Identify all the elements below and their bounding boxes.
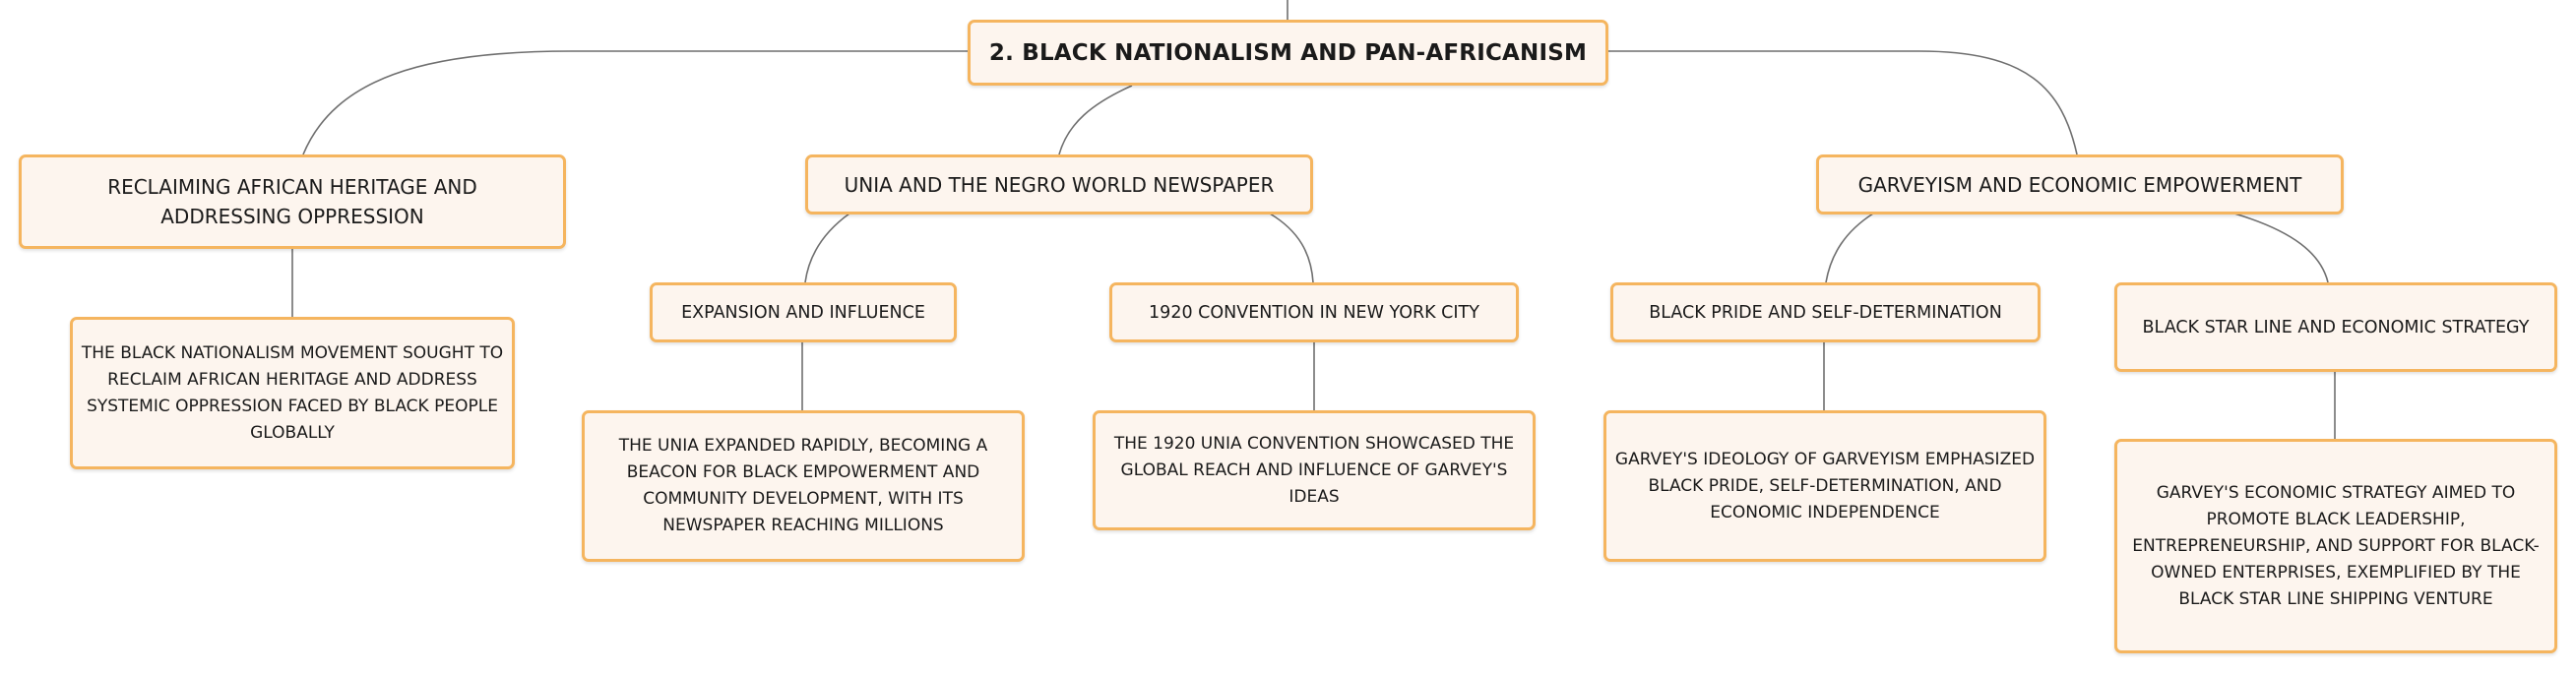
subtopic-1920-convention[interactable]: 1920 CONVENTION IN NEW YORK CITY [1109,282,1519,342]
topic-unia-negro-world-label: UNIA AND THE NEGRO WORLD NEWSPAPER [844,172,1275,197]
connector-unia-convention [1269,213,1314,283]
subtopic-black-star-line-label: BLACK STAR LINE AND ECONOMIC STRATEGY [2142,317,2530,337]
topic-reclaiming-african-heritage[interactable]: RECLAIMING AFRICAN HERITAGE AND ADDRESSI… [19,154,566,249]
connector-root-garveyism [1607,50,2078,155]
topic-garveyism-economic-empowerment[interactable]: GARVEYISM AND ECONOMIC EMPOWERMENT [1816,154,2344,214]
root-topic[interactable]: 2. BLACK NATIONALISM AND PAN-AFRICANISM [968,20,1608,86]
detail-garveyism-ideology-text: GARVEY'S IDEOLOGY OF GARVEYISM EMPHASIZE… [1614,449,2036,522]
detail-economic-strategy-text: GARVEY'S ECONOMIC STRATEGY AIMED TO PROM… [2132,482,2540,609]
connector-unia-expansion [804,213,850,283]
topic-garveyism-economic-empowerment-label: GARVEYISM AND ECONOMIC EMPOWERMENT [1857,172,2302,197]
subtopic-black-pride[interactable]: BLACK PRIDE AND SELF-DETERMINATION [1610,282,2041,342]
subtopic-black-pride-label: BLACK PRIDE AND SELF-DETERMINATION [1649,302,2002,323]
topic-reclaiming-african-heritage-label: RECLAIMING AFRICAN HERITAGE AND ADDRESSI… [107,175,477,228]
root-topic-label: 2. BLACK NATIONALISM AND PAN-AFRICANISM [988,39,1588,66]
connector-garveyism-pride [1825,213,1874,283]
detail-unia-expanded-text: THE UNIA EXPANDED RAPIDLY, BECOMING A BE… [618,436,988,535]
detail-1920-convention[interactable]: THE 1920 UNIA CONVENTION SHOWCASED THE G… [1093,410,1536,530]
detail-black-nationalism-movement-text: THE BLACK NATIONALISM MOVEMENT SOUGHT TO… [81,342,504,443]
detail-unia-expanded[interactable]: THE UNIA EXPANDED RAPIDLY, BECOMING A BE… [582,410,1025,562]
detail-black-nationalism-movement[interactable]: THE BLACK NATIONALISM MOVEMENT SOUGHT TO… [70,317,515,469]
subtopic-expansion-influence-label: EXPANSION AND INFLUENCE [681,302,925,323]
connector-root-unia [1058,85,1133,155]
detail-1920-convention-text: THE 1920 UNIA CONVENTION SHOWCASED THE G… [1113,433,1515,507]
detail-garveyism-ideology[interactable]: GARVEY'S IDEOLOGY OF GARVEYISM EMPHASIZE… [1603,410,2046,562]
subtopic-expansion-influence[interactable]: EXPANSION AND INFLUENCE [650,282,957,342]
connector-garveyism-blackstar [2233,213,2329,283]
topic-unia-negro-world[interactable]: UNIA AND THE NEGRO WORLD NEWSPAPER [805,154,1313,214]
detail-economic-strategy[interactable]: GARVEY'S ECONOMIC STRATEGY AIMED TO PROM… [2114,439,2557,653]
subtopic-1920-convention-label: 1920 CONVENTION IN NEW YORK CITY [1149,302,1479,323]
subtopic-black-star-line[interactable]: BLACK STAR LINE AND ECONOMIC STRATEGY [2114,282,2557,372]
connector-root-heritage [302,50,968,155]
